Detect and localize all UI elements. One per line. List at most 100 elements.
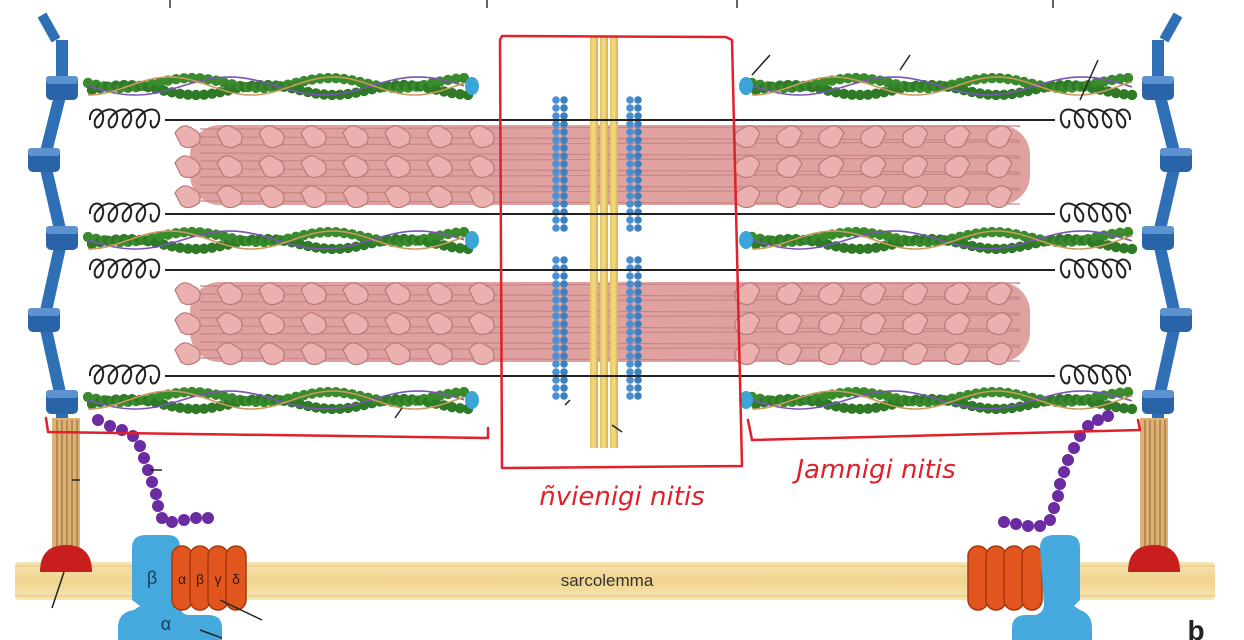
troponin-strand: [87, 76, 465, 96]
myomesin-bead: [634, 280, 642, 288]
dystroglycan-beta-label: β: [147, 568, 157, 588]
myosin-head: [818, 185, 845, 209]
titin-spring: [1059, 202, 1132, 223]
myosin-head: [986, 155, 1013, 179]
myomesin-bead: [552, 192, 560, 200]
myomesin-bead: [626, 120, 634, 128]
myomesin-bead: [634, 192, 642, 200]
tropomyosin-strand: [751, 390, 1133, 410]
thin-filament: [739, 386, 1138, 415]
actin-bead: [154, 391, 166, 402]
myomesin-bead: [626, 352, 634, 360]
actin-bead: [838, 402, 850, 413]
actin-bead: [174, 242, 186, 253]
myosin-head: [902, 185, 929, 209]
myosin-head: [468, 125, 495, 149]
myosin-head: [860, 185, 887, 209]
actin-bead: [330, 386, 342, 398]
myomesin-bead: [634, 312, 642, 320]
actin-bead: [218, 391, 230, 402]
right-handwritten-label: Jamnigi nitis: [791, 455, 955, 485]
actin-bead: [310, 242, 322, 253]
actin-bead: [994, 386, 1006, 398]
myosin-head: [426, 342, 453, 366]
actin-bead: [162, 75, 174, 86]
myomesin-bead: [560, 352, 568, 360]
actin-bead: [174, 402, 186, 413]
myosin-head: [384, 185, 411, 209]
actin-bead: [818, 391, 830, 402]
dystrophin-bead: [138, 452, 150, 464]
tropomyosin-strand: [87, 76, 465, 96]
myomesin-bead: [560, 224, 568, 232]
myosin-head: [342, 125, 369, 149]
myomesin-bead: [560, 328, 568, 336]
myosin-head: [818, 155, 845, 179]
myomesin-bead: [552, 320, 560, 328]
actin-bead: [450, 73, 462, 84]
myomesin-bead: [626, 360, 634, 368]
actin-bead: [1126, 243, 1138, 255]
actin-bead: [1122, 386, 1134, 398]
left-thin-bracket: [44, 416, 490, 440]
titin-spring: [88, 258, 161, 279]
myomesin-bead: [560, 128, 568, 136]
actin-bead: [826, 229, 838, 240]
myomesin-bead: [634, 120, 642, 128]
myomesin-bead: [560, 368, 568, 376]
actin-bead: [346, 229, 358, 240]
actin-bead: [334, 243, 346, 255]
dystrophin-bead: [142, 464, 154, 476]
dystrophin-bead: [1044, 514, 1056, 526]
myosin-head: [860, 312, 887, 336]
costamere-right: [1140, 418, 1168, 558]
actin-bead: [1126, 403, 1138, 415]
titin-filaments: [88, 108, 1132, 385]
actin-bead: [454, 89, 466, 100]
myomesin-bead: [560, 384, 568, 392]
myomesin-bead: [626, 336, 634, 344]
myomesin-bead: [552, 296, 560, 304]
actin-bead: [1002, 227, 1014, 239]
myomesin-bead: [552, 184, 560, 192]
myomesin-bead: [552, 352, 560, 360]
myomesin-bead: [560, 256, 568, 264]
thin-filament: [82, 72, 479, 101]
myosin-head: [944, 125, 971, 149]
actin-bead: [162, 389, 174, 400]
m-line-strand: [610, 36, 618, 448]
dystrophin-bead: [92, 414, 104, 426]
myomesin-bead: [634, 152, 642, 160]
sarcoglycan-gamma-label: γ: [215, 571, 222, 587]
myomesin-bead: [634, 336, 642, 344]
myomesin-bead: [552, 128, 560, 136]
dystrophin-bead: [1034, 520, 1046, 532]
myomesin-bead: [626, 136, 634, 144]
myomesin-bead: [552, 160, 560, 168]
actin-bead: [870, 88, 882, 99]
actin-bead: [182, 243, 194, 254]
myomesin-bead: [634, 96, 642, 104]
titin-spring: [88, 202, 161, 223]
tropomodulin-cap: [739, 391, 753, 409]
myosin-head: [860, 155, 887, 179]
myomesin-bead: [626, 272, 634, 280]
myomesin-bead: [626, 128, 634, 136]
myomesin-bead: [634, 360, 642, 368]
actin-bead: [1002, 387, 1014, 399]
actin-bead: [182, 89, 194, 100]
actin-bead: [826, 75, 838, 86]
myomesin-bead: [560, 304, 568, 312]
myomesin-bead: [626, 376, 634, 384]
myosin-head: [860, 125, 887, 149]
z-disc-anchor-highlight: [1142, 390, 1174, 398]
myomesin-bead: [552, 112, 560, 120]
z-disc-anchor-highlight: [46, 226, 78, 234]
dystrophin-bead: [1068, 442, 1080, 454]
myomesin-bead: [626, 304, 634, 312]
actin-bead: [1010, 75, 1022, 86]
myomesin-bead: [626, 256, 634, 264]
dystrophin-bead: [134, 440, 146, 452]
myomesin-bead: [634, 368, 642, 376]
actin-bead: [446, 401, 458, 413]
